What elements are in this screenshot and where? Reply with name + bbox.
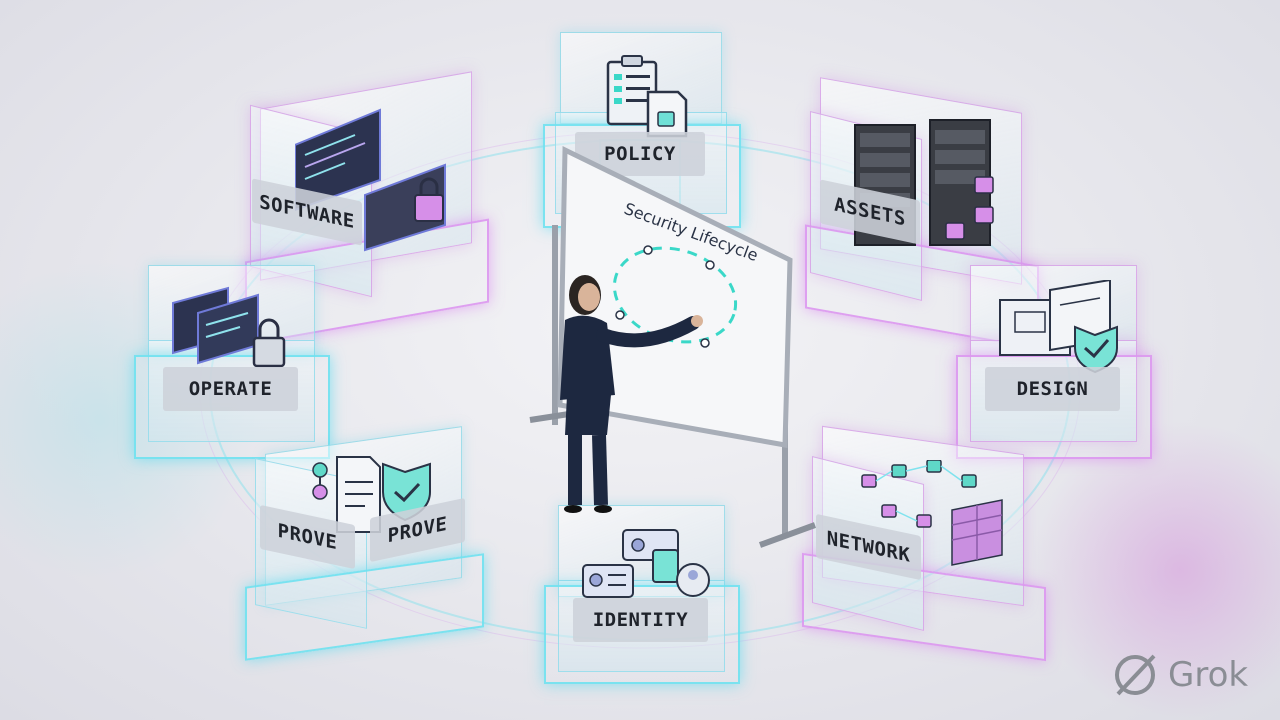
- operate-cube-base: [134, 355, 330, 459]
- grok-logo-icon: [1115, 654, 1156, 696]
- blueprint-shield-icon: [999, 280, 1118, 374]
- assets-cube[interactable]: ASSETS: [805, 77, 1039, 350]
- brand: Grok: [1110, 650, 1248, 700]
- network-firewall-icon: [861, 460, 1003, 566]
- operate-cube[interactable]: OPERATE: [134, 265, 330, 459]
- design-cube[interactable]: DESIGN: [956, 265, 1152, 459]
- policy-label: POLICY: [575, 132, 705, 176]
- pink-glow: [1030, 420, 1280, 720]
- prove-cube[interactable]: PROVE PROVE: [245, 426, 484, 661]
- brand-name: Grok: [1168, 655, 1249, 695]
- design-label: DESIGN: [985, 367, 1120, 411]
- id-card-icon: [582, 529, 710, 598]
- code-window-icon: [295, 108, 446, 252]
- terminal-lock-icon: [172, 286, 286, 368]
- document-shield-icon: [312, 456, 431, 533]
- identity-label: IDENTITY: [573, 598, 708, 642]
- software-cube[interactable]: SOFTWARE: [245, 71, 489, 346]
- identity-cube-base: [544, 585, 740, 684]
- operate-label: OPERATE: [163, 367, 298, 411]
- network-cube[interactable]: NETWORK: [802, 425, 1046, 662]
- identity-cube[interactable]: IDENTITY: [544, 505, 740, 684]
- clipboard-icon: [606, 55, 688, 138]
- whiteboard-scene: Security Lifecycle: [529, 146, 817, 548]
